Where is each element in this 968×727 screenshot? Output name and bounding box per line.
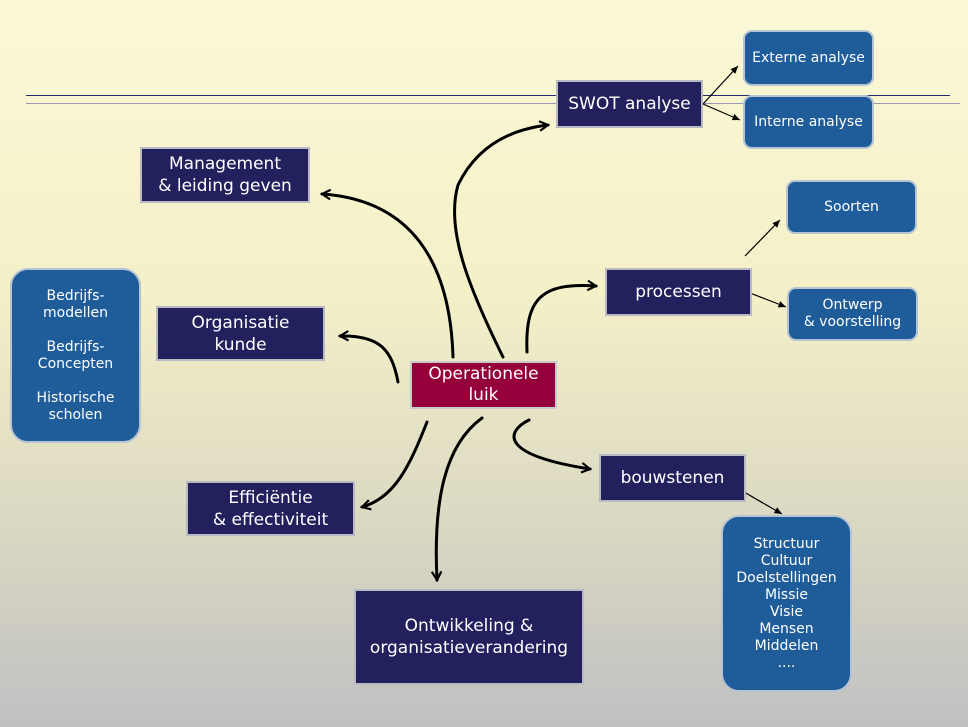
arrow-to-management — [319, 188, 455, 359]
node-externe-analyse: Externe analyse — [743, 30, 874, 86]
node-text-line: scholen — [48, 406, 103, 423]
node-text-line: Missie — [764, 586, 809, 603]
node-text-line — [37, 322, 115, 339]
node-ontwerp-voorstelling: Ontwerp& voorstelling — [787, 287, 918, 341]
node-management: Management& leiding geven — [140, 147, 310, 203]
node-text-line: Ontwikkeling & — [404, 616, 534, 636]
node-text-line: Interne analyse — [754, 113, 863, 130]
arrow-to-processen — [525, 279, 599, 354]
node-text-line: Ontwerp — [822, 297, 883, 313]
node-text-line: Doelstellingen — [736, 569, 837, 586]
arrow-to-efficientie — [359, 420, 429, 511]
node-text-line: & voorstelling — [803, 314, 902, 330]
node-interne-analyse: Interne analyse — [743, 95, 874, 149]
node-text-line: Operationele — [428, 364, 539, 384]
node-swot-analyse: SWOT analyse — [556, 80, 703, 128]
node-text-line: Middelen — [754, 637, 819, 654]
node-bouwstenen: bouwstenen — [599, 454, 746, 502]
node-text-line: Bedrijfs- — [46, 287, 105, 304]
node-text-line: Mensen — [759, 620, 814, 637]
arrow-to-ontwerp — [749, 292, 787, 308]
node-text-line: Management — [169, 154, 281, 174]
node-text-line: Structuur — [753, 535, 820, 552]
arrow-to-soorten — [744, 219, 781, 257]
node-text-line: Cultuur — [760, 552, 813, 569]
node-processen: processen — [605, 268, 752, 316]
node-soorten: Soorten — [786, 180, 917, 234]
node-text-line: Bedrijfs- — [46, 338, 105, 355]
arrow-to-ontwikkeling — [430, 416, 484, 583]
arrow-to-interne — [702, 103, 741, 121]
arrow-to-externe — [702, 65, 739, 105]
node-text-line: & effectiviteit — [212, 509, 329, 530]
node-text-line: & leiding geven — [158, 176, 292, 196]
node-text-line: SWOT analyse — [568, 94, 691, 114]
arrow-to-bouwstenen — [512, 418, 593, 474]
node-text-line: bouwstenen — [620, 468, 725, 488]
node-efficientie: Efficiëntie& effectiviteit — [186, 481, 355, 536]
node-text-line: Efficiëntie — [228, 487, 313, 508]
node-text-line: Organisatie — [191, 312, 290, 333]
node-text-line: Externe analyse — [752, 49, 865, 66]
header-rule — [26, 95, 950, 96]
node-text-line: kunde — [214, 334, 267, 355]
node-text-line: Visie — [770, 603, 803, 620]
node-text-line: Historische — [36, 389, 115, 406]
header-rule-light — [26, 103, 960, 104]
arrow-to-organisatie — [337, 330, 400, 384]
node-text-line: luik — [468, 385, 499, 405]
node-text-line — [37, 373, 115, 390]
node-text-line: processen — [635, 282, 722, 302]
arrow-to-structuur — [743, 491, 783, 515]
node-ontwikkeling: Ontwikkeling &organisatieverandering — [354, 589, 584, 685]
node-text-line: organisatieverandering — [369, 638, 569, 658]
arrow-to-swot — [453, 120, 551, 359]
node-text-line: Concepten — [37, 355, 114, 372]
node-text-line: Soorten — [824, 198, 879, 215]
node-text-line: .... — [777, 654, 796, 671]
node-bedrijfsmodellen: Bedrijfs-modellen Bedrijfs-Concepten His… — [10, 268, 141, 443]
node-text-line: modellen — [43, 304, 108, 321]
